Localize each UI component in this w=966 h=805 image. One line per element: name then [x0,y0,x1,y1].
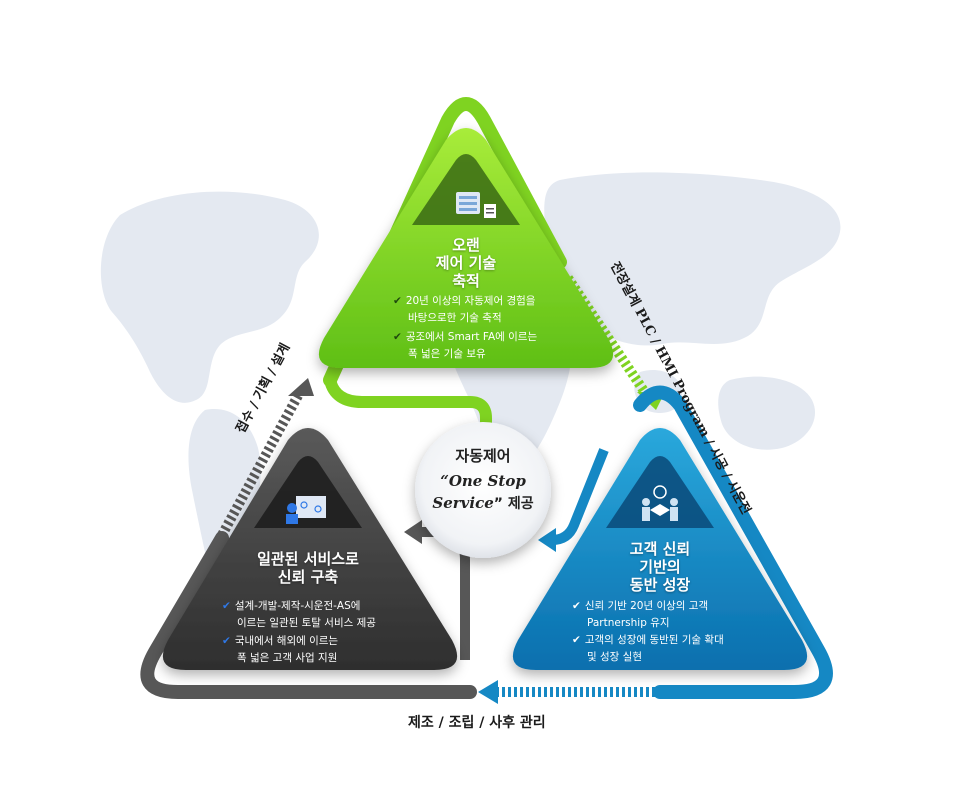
right-icon-plaque [606,456,714,528]
center-circle [415,422,551,558]
left-bullet-2: ✔국내에서 해외에 이르는 폭 넓은 고객 사업 지원 [222,633,338,667]
top-triangle [318,128,614,368]
center-line-2: “One Stop [440,472,526,490]
top-title-line-2: 제어 기술 [435,254,497,272]
left-title-line-2: 신뢰 구축 [277,568,339,586]
center-line-3-rest: ” 제공 [493,496,534,512]
right-bullet-2-line-1: 고객의 성장에 동반된 기술 확대 [584,634,724,646]
right-bullet-1-line-2: Partnership 유지 [587,617,670,629]
top-icon-plaque [412,154,520,225]
top-title-line-1: 오랜 [452,236,480,254]
right-triangle-title: 고객 신뢰 기반의 동반 성장 [610,540,710,594]
handshake-icon [642,485,678,521]
left-bullet-1: ✔설계-개발-제작-시운전-AS에 이르는 일관된 토탈 서비스 제공 [222,598,376,632]
left-bullet-1-line-1: 설계-개발-제작-시운전-AS에 [234,600,361,612]
right-bullet-2-line-2: 및 성장 실현 [587,651,642,663]
top-bullet-1-line-2: 바탕으로한 기술 축적 [408,312,502,324]
left-icon-plaque [254,456,362,528]
center-line-3-emph: Service [432,494,494,512]
check-icon: ✔ [572,600,581,612]
right-bullet-1-line-1: 신뢰 기반 20년 이상의 고객 [584,600,709,612]
bottom-edge-label: 제조 / 조립 / 사후 관리 [408,715,546,731]
check-icon: ✔ [393,295,402,307]
right-bullet-1: ✔신뢰 기반 20년 이상의 고객 Partnership 유지 [572,598,708,632]
top-bullet-1-line-1: 20년 이상의 자동제어 경험을 [405,295,536,307]
right-triangle [512,428,808,670]
right-title-line-2: 기반의 [639,558,681,576]
left-title-line-1: 일관된 서비스로 [257,550,359,568]
left-bullet-1-line-2: 이르는 일관된 토탈 서비스 제공 [237,617,376,629]
check-icon: ✔ [222,635,231,647]
left-triangle-title: 일관된 서비스로 신뢰 구축 [240,550,376,586]
engineer-blueprint-icon [286,496,326,524]
check-icon: ✔ [222,600,231,612]
left-triangle [162,428,458,670]
top-bullet-2-line-2: 폭 넓은 기술 보유 [408,348,486,360]
top-title-line-3: 축적 [452,272,480,290]
center-label: 자동제어 “One Stop Service” 제공 [415,446,551,515]
server-document-icon [456,192,496,218]
right-title-line-1: 고객 신뢰 [629,540,691,558]
top-triangle-title: 오랜 제어 기술 축적 [416,236,516,290]
check-icon: ✔ [393,331,402,343]
left-bullet-2-line-1: 국내에서 해외에 이르는 [234,635,339,647]
left-bullet-2-line-2: 폭 넓은 고객 사업 지원 [237,652,338,664]
center-line-1: 자동제어 [455,447,511,465]
right-bullet-2: ✔고객의 성장에 동반된 기술 확대 및 성장 실현 [572,632,724,666]
top-bullet-2: ✔공조에서 Smart FA에 이르는 폭 넓은 기술 보유 [393,329,537,363]
check-icon: ✔ [572,634,581,646]
top-bullet-1: ✔20년 이상의 자동제어 경험을 바탕으로한 기술 축적 [393,293,535,327]
right-title-line-3: 동반 성장 [629,576,691,594]
top-bullet-2-line-1: 공조에서 Smart FA에 이르는 [405,331,538,343]
